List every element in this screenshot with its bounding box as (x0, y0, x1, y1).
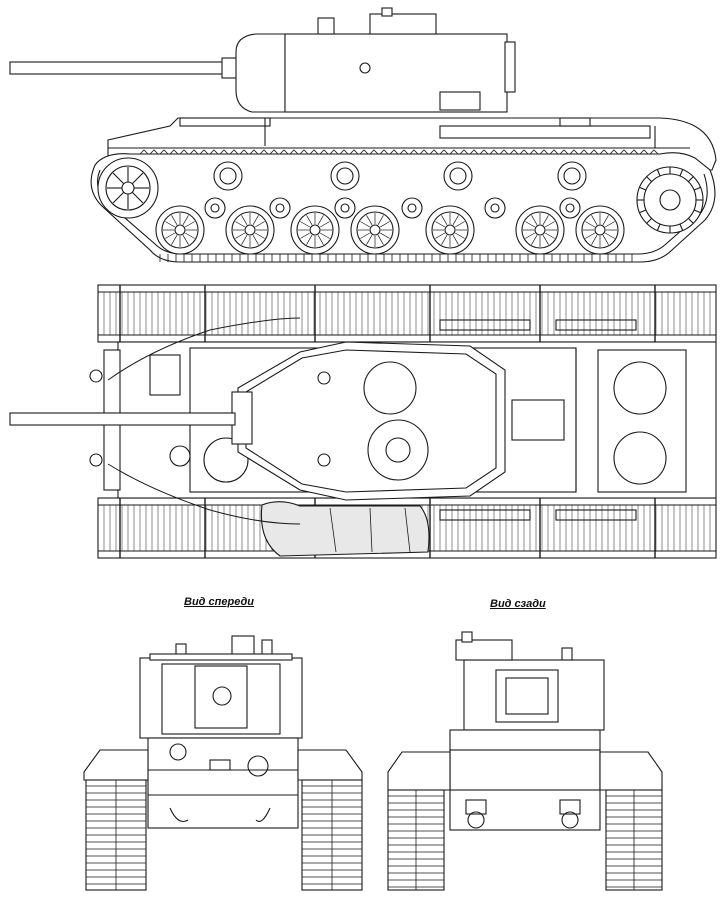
bogie-wheel (334, 197, 356, 219)
bogie-wheel (204, 197, 226, 219)
bogie-wheel (559, 197, 581, 219)
top-turret (231, 341, 506, 501)
road-wheel (350, 205, 400, 255)
engine-hatch-1 (613, 361, 667, 415)
driver-hatch (203, 437, 249, 483)
road-wheel (425, 205, 475, 255)
engine-hatch-2 (613, 431, 667, 485)
side-road-wheels (155, 197, 625, 255)
return-roller (557, 161, 587, 191)
loader-hatch (367, 419, 429, 481)
rear-view (387, 631, 663, 891)
side-drive-sprocket (636, 166, 704, 234)
bogie-wheel (401, 197, 423, 219)
side-view (9, 7, 717, 263)
top-view (9, 284, 717, 559)
road-wheel (155, 205, 205, 255)
rear-turret (455, 631, 605, 731)
top-gun-barrel (9, 412, 236, 426)
front-view (83, 635, 363, 891)
top-tarp (260, 501, 430, 557)
bogie-wheel (484, 197, 506, 219)
road-wheel (225, 205, 275, 255)
front-hull (147, 737, 299, 829)
return-roller (330, 161, 360, 191)
road-wheel (515, 205, 565, 255)
side-return-rollers (213, 161, 587, 191)
front-turret (139, 635, 303, 739)
front-fenders (83, 749, 363, 781)
rear-view-caption: Вид сзади (490, 598, 546, 610)
return-roller (213, 161, 243, 191)
rear-track-right (605, 789, 663, 891)
front-view-caption: Вид спереди (184, 596, 254, 608)
road-wheel (290, 205, 340, 255)
rear-fenders (387, 751, 663, 791)
bogie-wheel (269, 197, 291, 219)
rear-track-left (387, 789, 445, 891)
rear-hull (449, 729, 601, 831)
front-track-right (301, 779, 363, 891)
front-track-left (85, 779, 147, 891)
side-idler-wheel (97, 157, 159, 219)
road-wheel (575, 205, 625, 255)
return-roller (443, 161, 473, 191)
commander-hatch (363, 361, 417, 415)
tow-cable (89, 317, 301, 525)
top-track-upper (97, 284, 717, 343)
side-turret (235, 7, 516, 113)
side-gun-barrel (9, 57, 239, 79)
